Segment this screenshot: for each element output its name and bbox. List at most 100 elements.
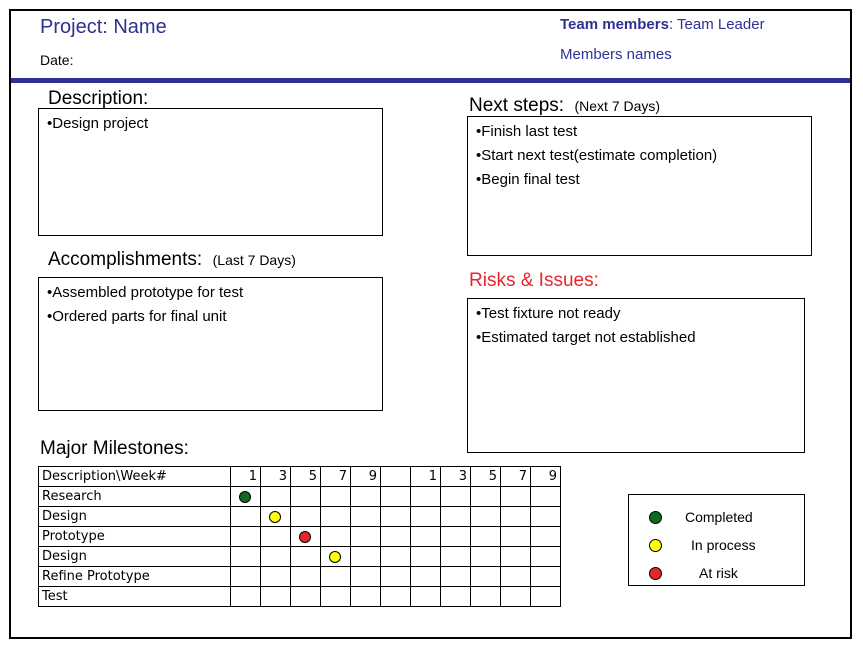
milestones-heading: Major Milestones: [40, 438, 189, 459]
milestone-cell [380, 486, 411, 507]
project-title: Project: Name [40, 16, 167, 38]
week-header [380, 466, 411, 487]
milestone-cell [500, 506, 531, 527]
milestone-row: Research [38, 486, 561, 507]
milestone-cell [380, 526, 411, 547]
milestone-cell [380, 546, 411, 567]
team-leader: : Team Leader [668, 16, 765, 33]
milestone-cell [320, 546, 351, 567]
milestone-cell [470, 566, 501, 587]
milestone-cell [470, 546, 501, 567]
status-dot-icon [269, 511, 281, 523]
risk-item: •Test fixture not ready [476, 305, 621, 322]
milestone-cell [410, 526, 441, 547]
milestone-cell [440, 506, 471, 527]
milestone-cell [290, 586, 321, 607]
page-frame [9, 9, 852, 639]
milestone-cell [380, 506, 411, 527]
milestone-cell [290, 526, 321, 547]
milestone-cell [440, 546, 471, 567]
next-steps-sub: (Next 7 Days) [574, 98, 661, 114]
risk-item: •Estimated target not established [476, 329, 696, 346]
milestone-cell [500, 566, 531, 587]
week-header: 1 [230, 466, 261, 487]
date-label: Date: [40, 52, 74, 68]
milestone-cell [440, 526, 471, 547]
milestone-cell [500, 586, 531, 607]
accomplishments-heading: Accomplishments: [48, 249, 203, 270]
legend-dot-icon [649, 511, 662, 524]
week-header: 7 [500, 466, 531, 487]
milestone-cell [260, 586, 291, 607]
next-steps-box: •Finish last test•Start next test(estima… [467, 116, 812, 256]
milestone-cell [290, 506, 321, 527]
legend-label: Completed [685, 509, 753, 525]
milestone-cell [350, 526, 381, 547]
week-header: 9 [530, 466, 561, 487]
description-item: •Design project [47, 115, 149, 132]
milestone-label: Refine Prototype [38, 566, 231, 587]
members-names: Members names [560, 46, 672, 63]
milestone-cell [410, 506, 441, 527]
milestone-cell [320, 526, 351, 547]
week-header: 3 [440, 466, 471, 487]
next-step-item: •Start next test(estimate completion) [476, 147, 718, 164]
milestone-cell [470, 506, 501, 527]
milestone-cell [350, 486, 381, 507]
week-header: 1 [410, 466, 441, 487]
milestone-cell [350, 586, 381, 607]
milestone-row: Test [38, 586, 561, 607]
milestone-row: Prototype [38, 526, 561, 547]
milestone-cell [530, 486, 561, 507]
milestone-cell [500, 526, 531, 547]
milestone-label: Prototype [38, 526, 231, 547]
status-dot-icon [329, 551, 341, 563]
milestone-cell [290, 486, 321, 507]
milestone-cell [320, 506, 351, 527]
milestone-cell [410, 546, 441, 567]
legend-dot-icon [649, 567, 662, 580]
milestone-row: Design [38, 546, 561, 567]
milestone-cell [260, 526, 291, 547]
milestone-cell [260, 506, 291, 527]
milestone-cell [440, 486, 471, 507]
milestone-cell [230, 486, 261, 507]
status-dot-icon [239, 491, 251, 503]
milestone-row: Refine Prototype [38, 566, 561, 587]
milestone-cell [350, 566, 381, 587]
risks-box: •Test fixture not ready •Estimated target… [467, 298, 805, 453]
milestone-cell [530, 526, 561, 547]
milestone-cell [500, 486, 531, 507]
week-header: 5 [470, 466, 501, 487]
milestone-cell [260, 546, 291, 567]
milestone-cell [440, 586, 471, 607]
milestone-cell [530, 586, 561, 607]
milestone-cell [260, 566, 291, 587]
milestone-cell [410, 486, 441, 507]
milestone-cell [380, 586, 411, 607]
milestone-cell [320, 486, 351, 507]
legend-dot-icon [649, 539, 662, 552]
milestone-cell [320, 586, 351, 607]
accomplishment-item: •Assembled prototype for test [47, 284, 244, 301]
week-header: 7 [320, 466, 351, 487]
milestone-cell [410, 586, 441, 607]
milestone-cell [530, 506, 561, 527]
milestone-cell [230, 546, 261, 567]
milestone-cell [230, 506, 261, 527]
milestone-cell [380, 566, 411, 587]
milestone-label: Design [38, 546, 231, 567]
milestone-row: Design [38, 506, 561, 527]
team-members: Team members: Team Leader [560, 16, 765, 33]
accomplishment-item: •Ordered parts for final unit [47, 308, 227, 325]
next-steps-heading: Next steps: [469, 95, 565, 116]
header-divider [11, 78, 850, 83]
legend-label: At risk [699, 565, 738, 581]
description-heading: Description: [48, 88, 149, 109]
milestone-cell [260, 486, 291, 507]
week-header: 3 [260, 466, 291, 487]
milestone-label: Design [38, 506, 231, 527]
milestone-cell [350, 546, 381, 567]
milestone-cell [230, 586, 261, 607]
